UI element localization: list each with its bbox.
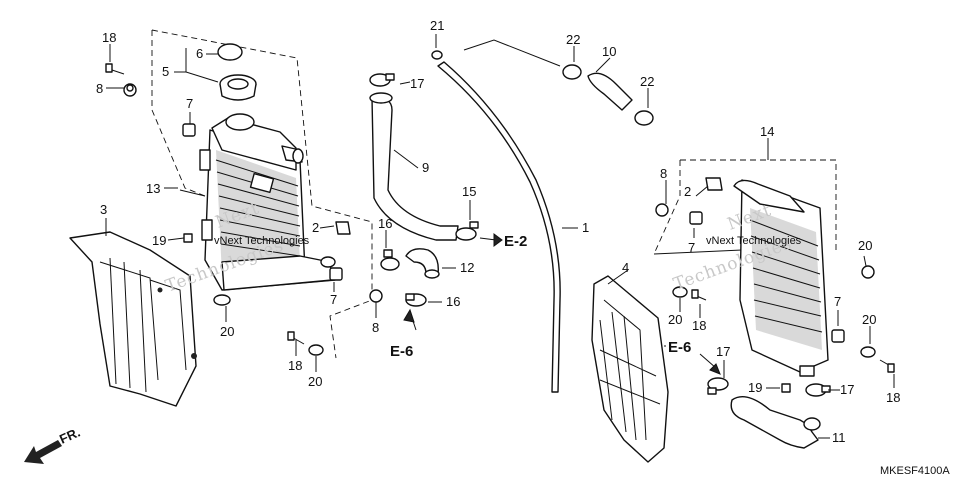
callout-numbers: 18 8 6 5 7 13 3 19 20 18 20 8 7 2 16 17 …: [96, 18, 900, 445]
callout-4: 4: [622, 260, 629, 275]
callout-7: 7: [186, 96, 193, 111]
callout-2: 2: [312, 220, 319, 235]
fasteners-left: [105, 63, 383, 356]
callout-20: 20: [308, 374, 322, 389]
callout-11: 11: [832, 430, 846, 445]
callout-9: 9: [422, 160, 429, 175]
callout-18: 18: [886, 390, 900, 405]
callout-19: 19: [152, 233, 166, 248]
ref-label-e2: E-2: [504, 233, 527, 250]
svg-text:vNext Technologies: vNext Technologies: [214, 235, 310, 247]
callout-18: 18: [288, 358, 302, 373]
left-radiator: [199, 113, 336, 291]
callout-22: 22: [566, 32, 580, 47]
callout-7: 7: [688, 240, 695, 255]
callout-20: 20: [862, 312, 876, 327]
callout-22: 22: [640, 74, 654, 89]
callout-17: 17: [716, 344, 730, 359]
callout-17: 17: [410, 76, 424, 91]
ref-label-e6-right: E-6: [668, 339, 691, 356]
clamps-left: [369, 73, 479, 307]
callout-21: 21: [430, 18, 444, 33]
assembly-outline-left: [151, 29, 373, 359]
callout-10: 10: [602, 44, 616, 59]
callout-8: 8: [96, 81, 103, 96]
callout-2: 2: [684, 184, 691, 199]
lower-hose-11: [730, 396, 821, 449]
callout-17: 17: [840, 382, 854, 397]
callout-20: 20: [668, 312, 682, 327]
upper-hose-9: [369, 92, 459, 241]
callout-20: 20: [858, 238, 872, 253]
callout-8: 8: [372, 320, 379, 335]
right-radiator: [733, 179, 829, 377]
svg-text:FR.: FR.: [57, 425, 82, 447]
callout-18: 18: [692, 318, 706, 333]
right-shroud: [591, 275, 669, 463]
front-arrow: FR.: [24, 425, 82, 464]
cap-seal: [217, 43, 243, 61]
callout-7: 7: [834, 294, 841, 309]
diagram-code: MKESF4100A: [880, 465, 950, 477]
callout-15: 15: [462, 184, 476, 199]
callout-18: 18: [102, 30, 116, 45]
overflow-tube-1: [431, 50, 561, 393]
radiator-cap: [219, 74, 257, 101]
callout-16: 16: [446, 294, 460, 309]
callout-5: 5: [162, 64, 169, 79]
watermark-inline: vNext Technologies vNext Technologies: [214, 235, 802, 247]
callout-12: 12: [460, 260, 474, 275]
clamps-right: [707, 377, 831, 397]
svg-text:vNext Technologies: vNext Technologies: [706, 235, 802, 247]
fasteners-right: [655, 177, 895, 393]
callout-6: 6: [196, 46, 203, 61]
assembly-outline-right: [653, 159, 837, 255]
left-shroud: [69, 231, 197, 407]
callout-3: 3: [100, 202, 107, 217]
callout-1: 1: [582, 220, 589, 235]
callout-13: 13: [146, 181, 160, 196]
callout-14: 14: [760, 124, 774, 139]
leader-lines: [105, 34, 895, 439]
callout-16: 16: [378, 216, 392, 231]
callout-20: 20: [220, 324, 234, 339]
short-hose-12: [405, 248, 440, 279]
link-line-10: [463, 39, 561, 67]
callout-7: 7: [330, 292, 337, 307]
callout-8: 8: [660, 166, 667, 181]
ref-label-e6-left: E-6: [390, 343, 413, 360]
callout-19: 19: [748, 380, 762, 395]
hose-10: [562, 64, 654, 126]
